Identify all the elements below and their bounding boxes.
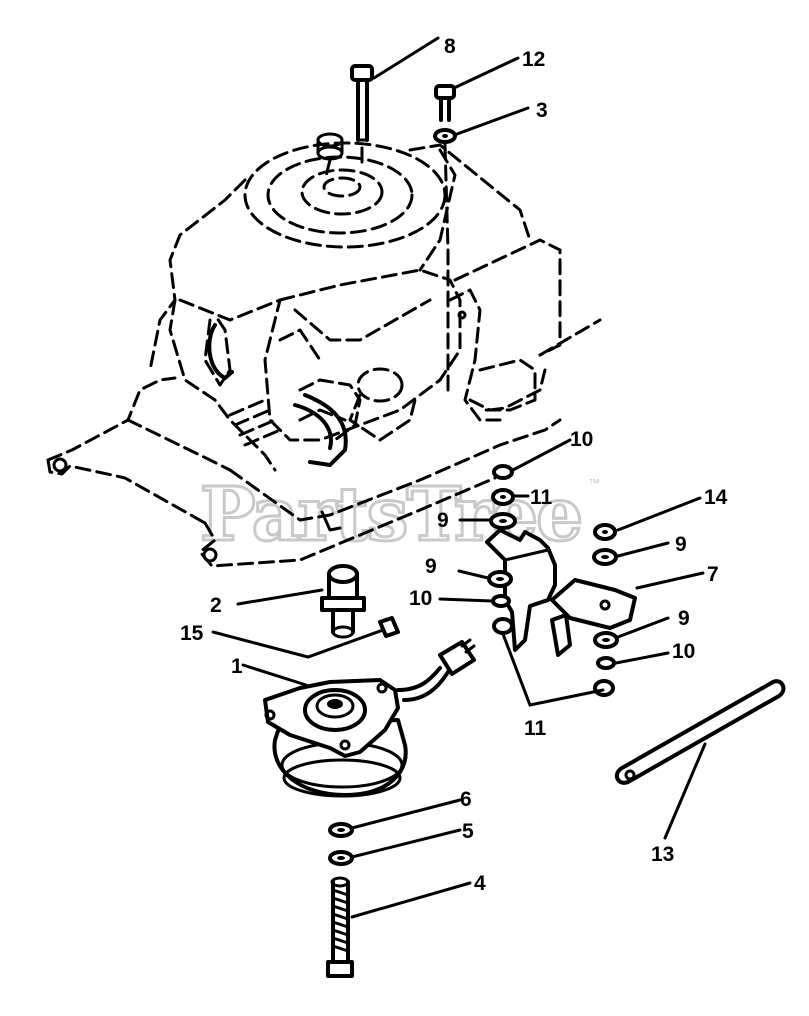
- callout-3: 3: [536, 99, 548, 122]
- callout-11-top: 11: [530, 486, 553, 509]
- callout-14: 14: [704, 486, 728, 509]
- part-12-bolt: [434, 84, 456, 122]
- callout-10-mid: 10: [409, 587, 432, 610]
- frame-chassis: [46, 238, 602, 568]
- leader-lines: [211, 36, 707, 919]
- callout-12: 12: [522, 48, 545, 71]
- callout-11-bottom: 11: [524, 717, 547, 740]
- callout-15: 15: [180, 622, 204, 645]
- callout-5: 5: [462, 820, 474, 843]
- engine-outline: [148, 132, 537, 472]
- bracket-hardware: [487, 464, 619, 697]
- callout-9-c: 9: [425, 555, 437, 578]
- part-2-adapter: [320, 564, 366, 639]
- callout-6: 6: [460, 788, 472, 811]
- part-1-pto-clutch: [263, 638, 476, 798]
- callout-10-right: 10: [672, 640, 695, 663]
- callout-4: 4: [474, 872, 486, 895]
- part-15-key: [378, 616, 400, 638]
- callout-7: 7: [707, 563, 719, 586]
- part-3-washer: [433, 128, 457, 392]
- callout-2: 2: [210, 594, 222, 617]
- callouts: 8 12 3 10 11 9 14 9 7 9 10 9 10 11 2 15 …: [180, 35, 728, 895]
- callout-1: 1: [231, 655, 243, 678]
- callout-13: 13: [651, 843, 674, 866]
- callout-9-a: 9: [437, 509, 449, 532]
- callout-9-d: 9: [678, 607, 690, 630]
- callout-8: 8: [444, 35, 456, 58]
- callout-10-top: 10: [570, 428, 593, 451]
- part-4-bolt: [326, 876, 354, 978]
- part-6-washer: [328, 822, 354, 838]
- part-8-bolt: [350, 64, 374, 167]
- part-13-bar: [614, 679, 786, 785]
- part-7-bracket: [485, 528, 637, 657]
- part-5-lock-washer: [328, 850, 354, 866]
- watermark-trademark: ™: [588, 476, 600, 490]
- callout-9-b: 9: [675, 533, 687, 556]
